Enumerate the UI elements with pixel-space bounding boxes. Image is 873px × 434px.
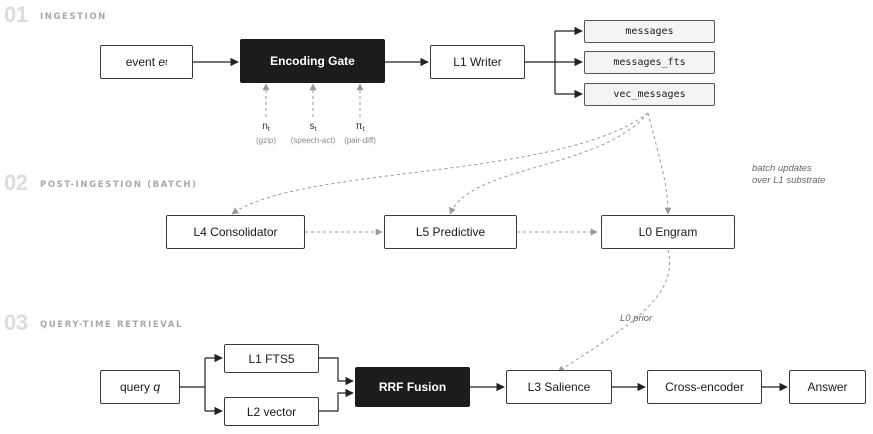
signal-symbol: n [262,121,268,132]
signal-symbol: s [309,121,315,132]
event-sub: t [165,57,168,67]
l0-prior-label: L0 prior [620,313,653,324]
encoding-gate-node: Encoding Gate [240,39,385,83]
signal-pi: πt (pair-diff) [330,121,390,146]
signal-n: nt (gzip) [236,121,296,146]
signal-sub: t [314,126,317,133]
batch-note-line2: over L1 substrate [752,175,826,186]
answer-node: Answer [789,370,866,404]
signal-hint: (gzip) [255,136,276,145]
signal-sub: t [362,126,365,133]
query-node: query q [100,370,180,404]
signal-hint: (speech-act) [290,136,336,145]
edge-substrate-to-l5 [449,112,649,215]
l5-predictive-node: L5 Predictive [384,215,517,249]
section-title: POST-INGESTION (BATCH) [40,180,198,190]
edge-substrate-to-l0 [647,112,672,215]
section-number: 03 [4,310,28,335]
l0-engram-node: L0 Engram [601,215,735,249]
l1-fts5-node: L1 FTS5 [224,344,319,373]
section-number: 01 [4,2,28,27]
edge-vector-to-rrf [319,388,354,412]
batch-note-line1: batch updates [752,163,812,174]
edge-l0-prior [557,249,670,373]
section-title: INGESTION [40,12,107,22]
edge-fts5-to-rrf [319,357,354,386]
signal-s: st (speech-act) [283,121,343,146]
table-vec-messages: vec_messages [584,83,715,106]
query-var: q [153,380,161,394]
signal-symbol: π [355,121,363,132]
edge-substrate-to-l4 [231,112,649,215]
batch-note: batch updates over L1 substrate [752,163,825,187]
rrf-fusion-node: RRF Fusion [355,367,470,407]
l2-vector-node: L2 vector [224,397,319,426]
signal-hint: (pair-diff) [344,136,376,145]
signal-sub: t [267,126,270,133]
table-messages: messages [584,20,715,43]
event-label: event [125,55,156,69]
l3-salience-node: L3 Salience [506,370,612,404]
section-number: 02 [4,170,28,195]
l4-consolidator-node: L4 Consolidator [166,215,305,249]
query-label: query [119,380,150,394]
event-var: e [158,55,166,69]
table-messages-fts: messages_fts [584,51,715,74]
l1-writer-node: L1 Writer [430,45,525,79]
section-title: QUERY-TIME RETRIEVAL [40,320,184,330]
cross-encoder-node: Cross-encoder [647,370,762,404]
